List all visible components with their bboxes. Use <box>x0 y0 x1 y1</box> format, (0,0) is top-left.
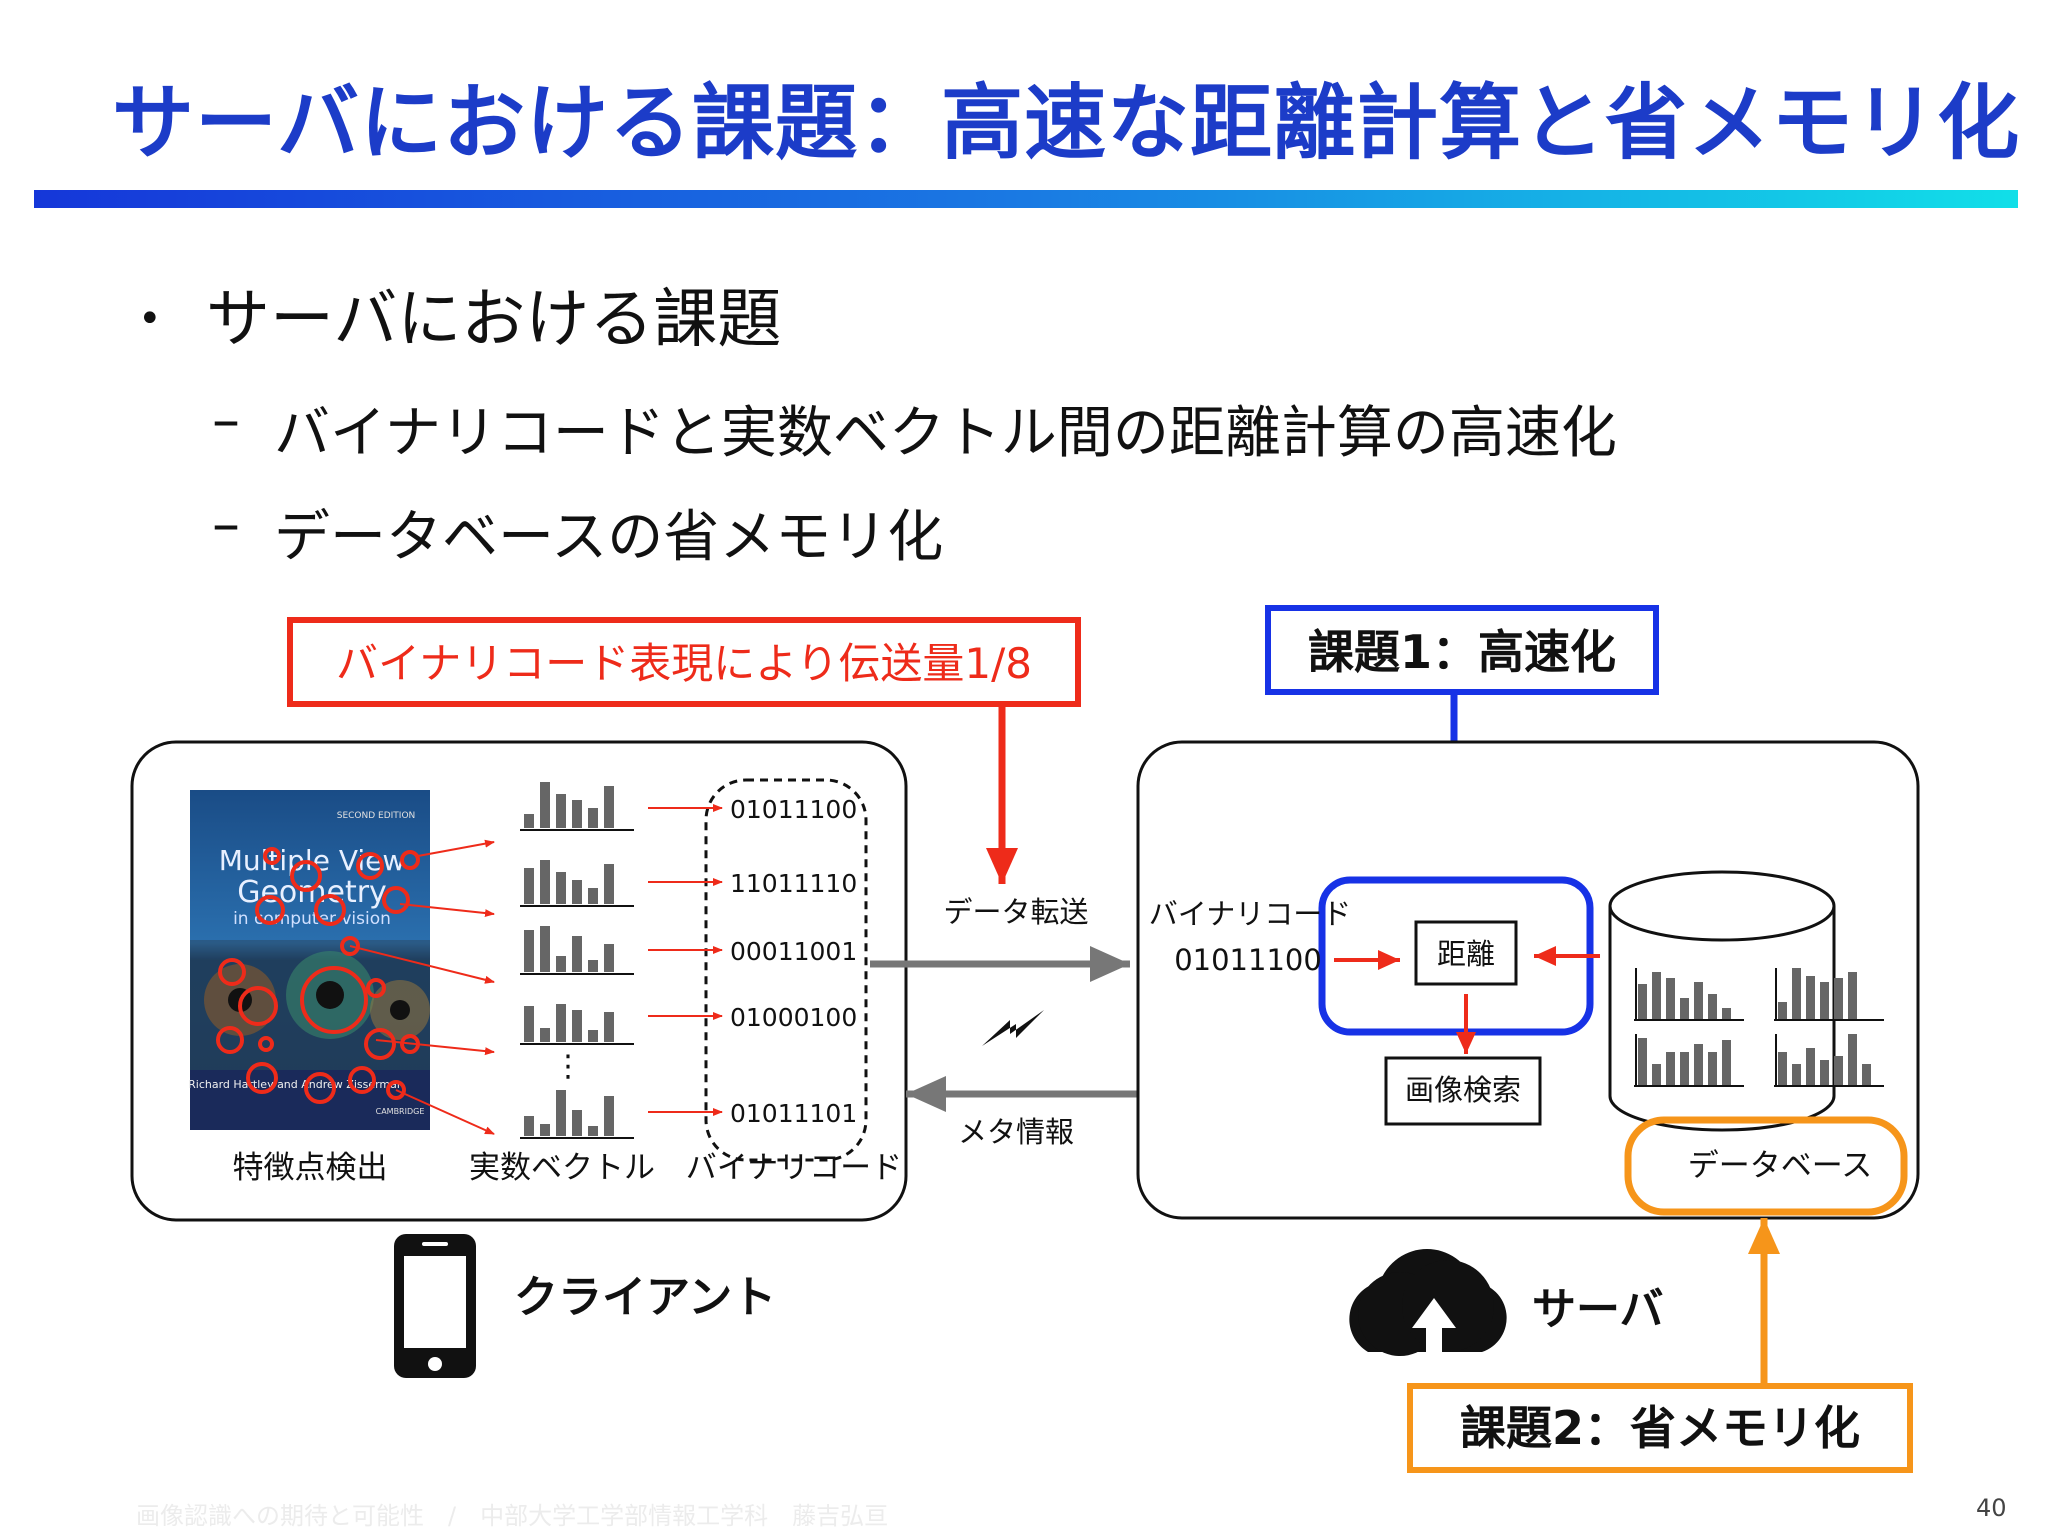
keypoint-to-vector-arrows <box>349 839 495 1135</box>
image-search-box <box>1384 1056 1542 1126</box>
wireless-icon <box>982 1010 1044 1046</box>
smartphone-icon <box>394 1234 476 1378</box>
issue2-callout-box <box>1407 1383 1913 1473</box>
vector-ellipsis: ⋮ <box>553 1049 583 1084</box>
bullet-marker: • <box>138 296 162 342</box>
keypoint-circles <box>216 847 420 1104</box>
image-search-label: 画像検索 <box>1405 1073 1521 1107</box>
histogram-axes <box>520 829 634 1139</box>
issue2-highlight <box>1624 1116 1908 1216</box>
binary-code-4: 01000100 <box>730 1003 857 1032</box>
vector-histograms <box>524 782 614 1136</box>
book-title-2: Geometry <box>237 875 387 910</box>
transfer-callout-box <box>287 617 1081 707</box>
label-keypoints: 特徴点検出 <box>233 1150 388 1186</box>
binary-code-5: 01011101 <box>730 1099 857 1128</box>
vector-to-code-arrows <box>648 804 723 1116</box>
sub-bullet-1: バイナリコードと実数ベクトル間の距離計算の高速化 <box>274 401 1617 466</box>
book-edition: SECOND EDITION <box>337 811 416 821</box>
issue1-callout-box <box>1265 605 1659 695</box>
client-name: クライアント <box>514 1272 776 1323</box>
server-name: サーバ <box>1532 1284 1664 1335</box>
transfer-callout-text: バイナリコード表現により伝送量1/8 <box>336 639 1032 688</box>
distance-box <box>1414 920 1518 986</box>
cloud-upload-icon <box>1349 1249 1507 1356</box>
binary-code-group <box>704 778 868 1162</box>
book-title-1: Multiple View <box>219 844 406 877</box>
binary-code-1: 01011100 <box>730 795 857 824</box>
slide-title: サーバにおける課題：高速な距離計算と省メモリ化 <box>112 76 2021 171</box>
database-label: データベース <box>1688 1148 1872 1184</box>
title-underline <box>34 190 2018 208</box>
data-transfer-label: データ転送 <box>943 895 1088 929</box>
book-image: SECOND EDITION Multiple View Geometry in… <box>188 790 430 1130</box>
slide-footer: 画像認識への期待と可能性 / 中部大学工学部情報工学科 藤吉弘亘 <box>136 1502 889 1530</box>
binary-codes: 01011100 11011110 00011001 01000100 0101… <box>730 795 857 1128</box>
database-histogram-axes <box>1634 968 1884 1087</box>
server-query-code: 01011100 <box>1174 943 1322 977</box>
page-number: 40 <box>1976 1494 2007 1522</box>
meta-info-label: メタ情報 <box>958 1115 1074 1149</box>
label-real-vector: 実数ベクトル <box>469 1150 655 1186</box>
binary-code-2: 11011110 <box>730 869 857 898</box>
server-query-label: バイナリコード <box>1149 897 1351 931</box>
sub-bullet-2: データベースの省メモリ化 <box>274 505 944 570</box>
book-publisher: CAMBRIDGE <box>376 1107 425 1116</box>
binary-code-3: 00011001 <box>730 937 857 966</box>
issue1-callout-text: 課題1：高速化 <box>1308 625 1616 679</box>
bullet-main: サーバにおける課題 <box>206 283 782 357</box>
database-histograms <box>1638 968 1871 1086</box>
label-binary-code: バイナリコード <box>686 1150 902 1186</box>
dash-marker: – <box>212 492 240 557</box>
distance-label: 距離 <box>1437 937 1495 971</box>
issue2-callout-text: 課題2：省メモリ化 <box>1460 1401 1860 1455</box>
dash-marker: – <box>212 388 240 453</box>
